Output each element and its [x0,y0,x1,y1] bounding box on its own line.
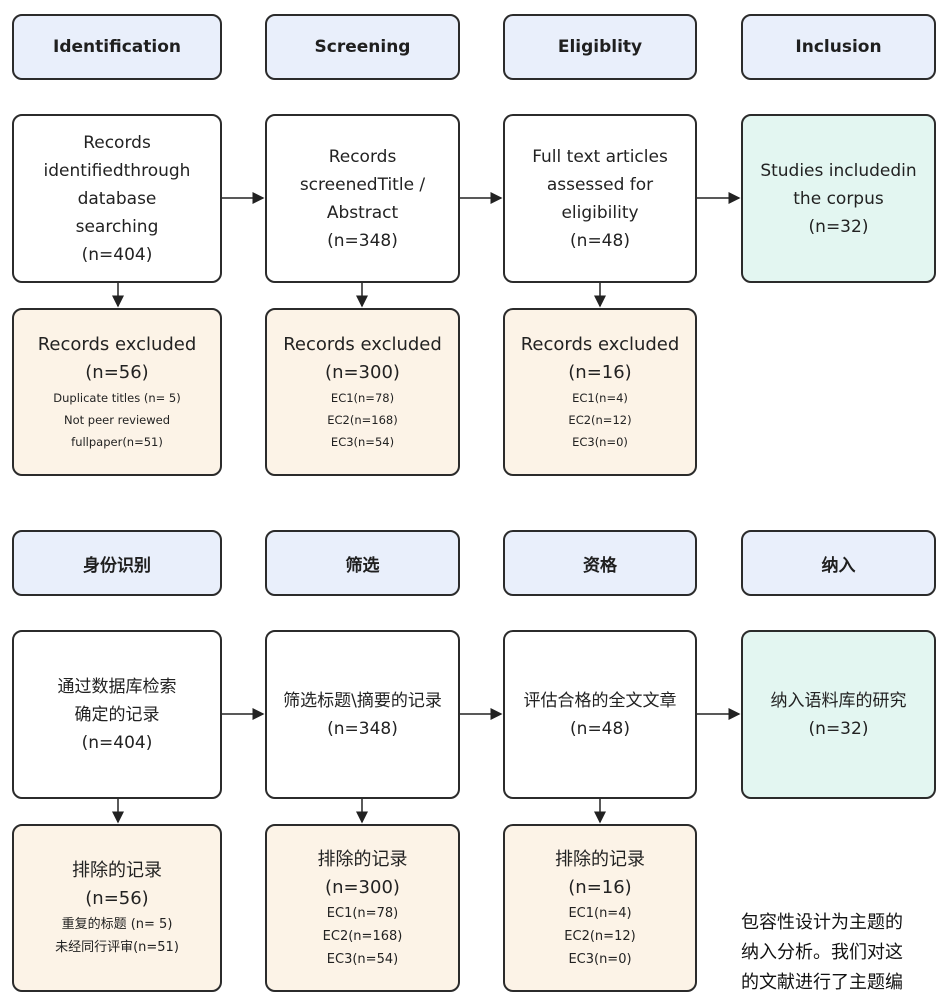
zh-studies-included-box: 纳入语料库的研究 (n=32) [741,630,936,799]
excluded-detail: Not peer reviewed [63,413,171,427]
zh-fulltext-assessed-box: 评估合格的全文文章 (n=48) [503,630,697,799]
excluded-box-identification: Records excluded (n=56) Duplicate titles… [12,308,222,476]
zh-excluded-box-screening: 排除的记录 (n=300) EC1(n=78) EC2(n=168) EC3(n… [265,824,460,992]
excluded-box-screening: Records excluded (n=300) EC1(n=78) EC2(n… [265,308,460,476]
excluded-detail: 重复的标题 (n= 5) [61,917,173,932]
box-count: (n=48) [570,718,630,739]
box-line: 通过数据库检索 [57,676,177,697]
excluded-detail: EC3(n=0) [572,435,628,449]
header-label: 身份识别 [83,555,151,576]
excluded-detail: EC1(n=4) [572,391,628,405]
excluded-title: 排除的记录 [317,848,408,870]
header-label: 资格 [583,555,617,576]
body-text-line: 纳入分析。我们对这 [741,942,903,963]
box-line: eligibility [561,202,639,223]
header-zh-identification: 身份识别 [12,530,222,596]
box-line: database [77,188,157,209]
excluded-detail: fullpaper(n=51) [71,435,163,449]
box-line: 评估合格的全文文章 [523,690,677,711]
records-screened-box: Records screenedTitle / Abstract (n=348) [265,114,460,283]
excluded-detail: EC2(n=12) [568,413,632,427]
header-identification: Identification [12,14,222,80]
excluded-count: (n=300) [325,362,400,383]
excluded-detail: EC3(n=0) [568,951,632,967]
header-zh-screening: 筛选 [265,530,460,596]
box-count: (n=348) [327,230,398,251]
excluded-detail: EC3(n=54) [330,435,395,449]
zh-excluded-box-identification: 排除的记录 (n=56) 重复的标题 (n= 5) 未经同行评审(n=51) [12,824,222,992]
box-line: identifiedthrough [43,160,191,181]
box-line: searching [75,216,159,237]
header-inclusion: Inclusion [741,14,936,80]
excluded-detail: EC1(n=78) [326,905,399,921]
excluded-detail: EC1(n=4) [568,905,632,921]
excluded-detail: Duplicate titles (n= 5) [53,391,181,405]
excluded-detail: 未经同行评审(n=51) [55,940,179,955]
excluded-count: (n=16) [568,362,632,383]
header-label: 纳入 [821,555,856,576]
box-line: 纳入语料库的研究 [770,690,907,711]
box-line: Records [83,132,151,153]
zh-records-identified-box: 通过数据库检索 确定的记录 (n=404) [12,630,222,799]
zh-records-screened-box: 筛选标题\摘要的记录 (n=348) [265,630,460,799]
header-zh-eligibility: 资格 [503,530,697,596]
box-line: 筛选标题\摘要的记录 [283,690,442,711]
header-eligibility: Eligiblity [503,14,697,80]
header-screening: Screening [265,14,460,80]
box-line: Records [328,146,397,167]
header-label: Screening [314,37,411,57]
body-text-fragment: 包容性设计为主题的 纳入分析。我们对这 的文献进行了主题编 [741,908,940,998]
box-line: the corpus [793,188,884,209]
box-line: Full text articles [532,146,668,167]
box-count: (n=48) [570,230,630,251]
header-label: Inclusion [795,37,882,57]
excluded-detail: EC2(n=12) [564,928,636,944]
excluded-detail: EC3(n=54) [326,951,399,967]
excluded-count: (n=16) [568,876,632,898]
studies-included-box: Studies includedin the corpus (n=32) [741,114,936,283]
box-line: 确定的记录 [74,704,160,725]
header-label: Identification [53,37,181,57]
excluded-title: Records excluded [37,334,197,355]
excluded-count: (n=56) [85,888,149,909]
fulltext-assessed-box: Full text articles assessed for eligibil… [503,114,697,283]
box-line: screenedTitle / [299,174,426,195]
box-line: Abstract [326,202,399,223]
excluded-title: 排除的记录 [72,860,162,881]
body-text-line: 的文献进行了主题编 [741,972,903,993]
header-zh-inclusion: 纳入 [741,530,936,596]
records-identified-box: Records identifiedthrough database searc… [12,114,222,283]
excluded-detail: EC2(n=168) [327,413,398,427]
excluded-detail: EC2(n=168) [322,928,403,944]
excluded-box-eligibility: Records excluded (n=16) EC1(n=4) EC2(n=1… [503,308,697,476]
excluded-count: (n=56) [85,362,149,383]
box-line: Studies includedin [760,160,917,181]
box-line: assessed for [546,174,654,195]
body-text-line: 包容性设计为主题的 [741,912,903,933]
header-label: 筛选 [345,555,380,576]
zh-excluded-box-eligibility: 排除的记录 (n=16) EC1(n=4) EC2(n=12) EC3(n=0) [503,824,697,992]
box-count: (n=32) [808,216,869,237]
excluded-detail: EC1(n=78) [330,391,395,405]
excluded-title: Records excluded [520,334,680,355]
excluded-title: Records excluded [283,334,442,355]
box-count: (n=32) [808,718,869,739]
header-label: Eligiblity [557,37,643,57]
box-count: (n=348) [327,718,398,739]
excluded-title: 排除的记录 [555,848,645,870]
excluded-count: (n=300) [325,876,400,898]
box-count: (n=404) [81,244,153,265]
box-count: (n=404) [81,732,153,753]
